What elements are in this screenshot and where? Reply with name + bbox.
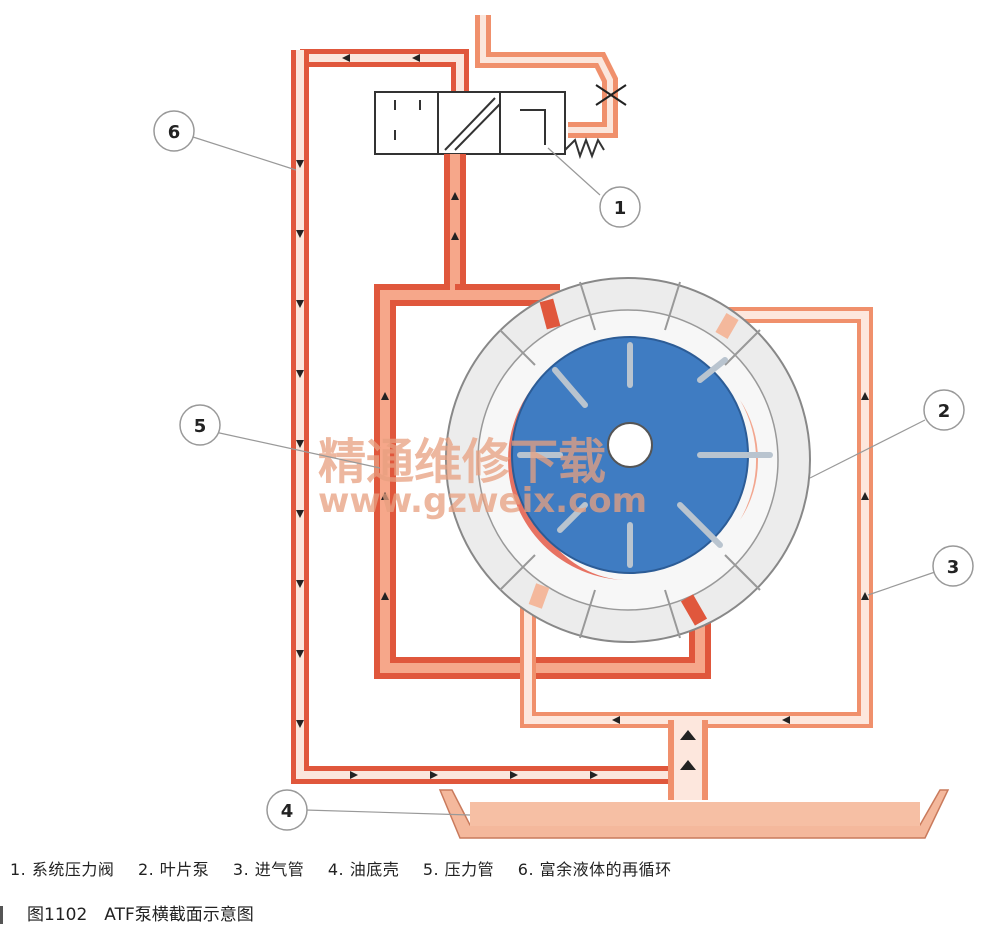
callout-2: 2 <box>923 389 965 431</box>
caption-text: 图1102 ATF泵横截面示意图 <box>27 905 254 925</box>
svg-text:1: 1 <box>614 198 627 219</box>
legend-item-4: 4. 油底壳 <box>327 860 400 879</box>
legend-item-6: 6. 富余液体的再循环 <box>517 860 672 879</box>
callout-4: 4 <box>266 789 308 831</box>
svg-text:3: 3 <box>947 557 960 578</box>
atf-pump-diagram: 精通维修下载 www.gzweix.com 1 2 3 4 5 6 <box>153 15 974 839</box>
svg-text:www.gzweix.com: www.gzweix.com <box>318 481 647 521</box>
legend-item-5: 5. 压力管 <box>422 860 495 879</box>
callout-6: 6 <box>153 110 195 152</box>
svg-text:2: 2 <box>938 401 951 422</box>
oil-sump <box>438 789 950 839</box>
recirculation-line <box>291 49 670 784</box>
svg-text:6: 6 <box>168 122 181 143</box>
callout-5: 5 <box>179 404 221 446</box>
caption-bar <box>0 906 3 924</box>
watermark: 精通维修下载 www.gzweix.com <box>318 434 647 521</box>
pressure-line <box>374 154 711 679</box>
legend-item-2: 2. 叶片泵 <box>137 860 210 879</box>
outlet-pipe <box>475 15 627 138</box>
flow-arrows <box>296 54 869 779</box>
callout-leaders <box>192 136 936 816</box>
callout-1: 1 <box>599 186 641 228</box>
legend-item-3: 3. 进气管 <box>232 860 305 879</box>
vane-pump <box>445 277 811 643</box>
legend-item-1: 1. 系统压力阀 <box>10 860 115 879</box>
legend: 1. 系统压力阀 2. 叶片泵 3. 进气管 4. 油底壳 5. 压力管 6. … <box>10 856 970 880</box>
figure-caption: 图1102 ATF泵横截面示意图 <box>0 900 254 925</box>
svg-text:5: 5 <box>194 416 207 437</box>
svg-text:4: 4 <box>281 801 294 822</box>
system-pressure-valve <box>374 91 605 160</box>
callout-3: 3 <box>932 545 974 587</box>
svg-text:精通维修下载: 精通维修下载 <box>318 434 606 490</box>
